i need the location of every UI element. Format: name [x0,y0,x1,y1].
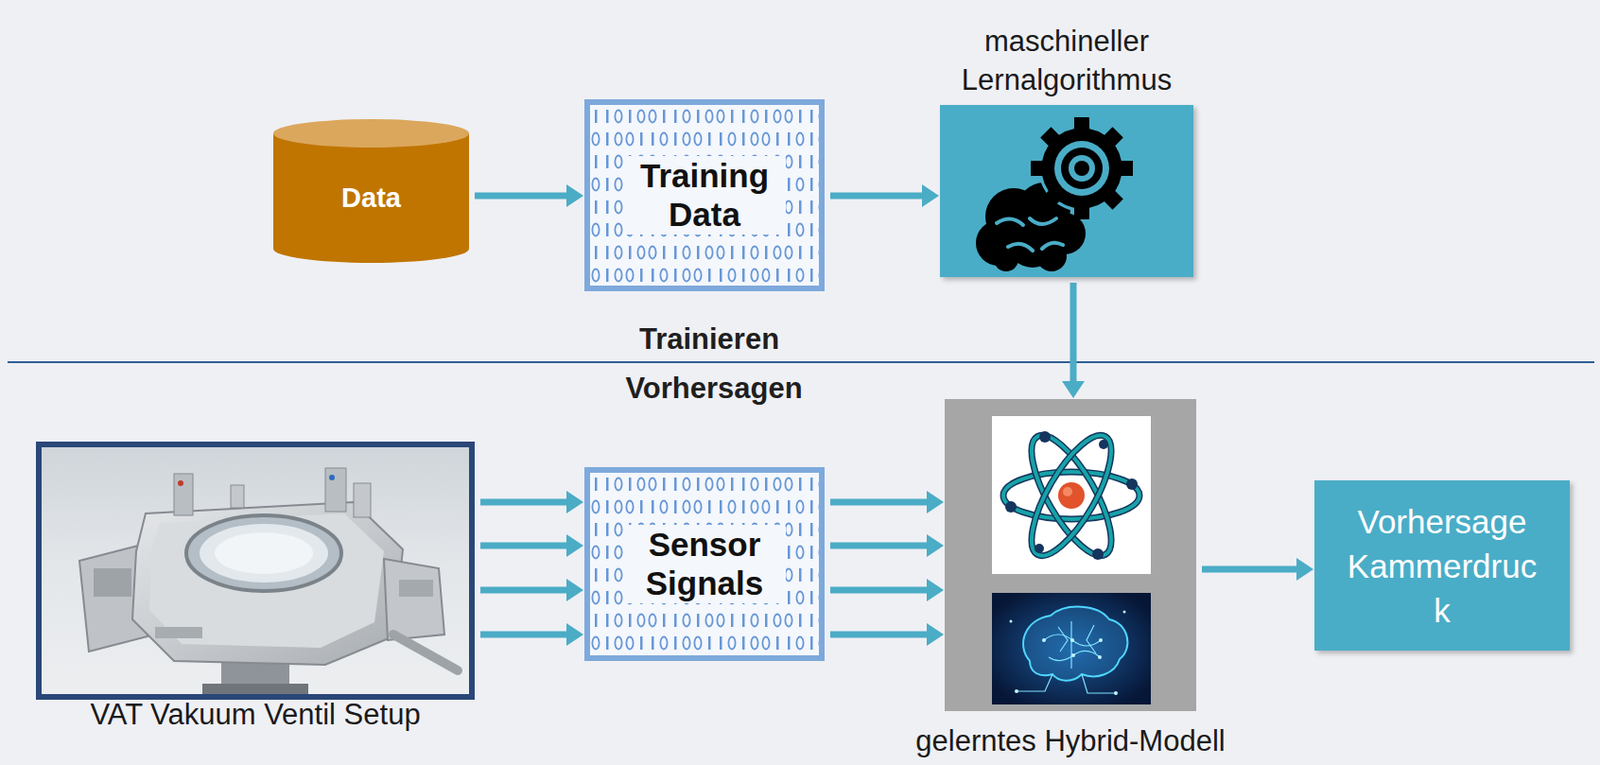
arrow-shaft [480,499,568,506]
flow-arrow [474,184,584,208]
flow-arrow [830,184,940,208]
prediction-box: Vorhersage Kammerdruc k [1314,480,1570,651]
section-divider [7,361,1595,364]
arrow-shaft [830,587,928,594]
arrow-shaft [830,499,928,506]
atom-image [991,416,1151,574]
arrow-head [921,184,940,208]
box-label: Data [341,182,401,214]
flow-arrow [480,534,584,557]
arrow-shaft [480,631,568,639]
box-label: Vorhersage Kammerdruc k [1340,499,1545,633]
database-cylinder: Data [273,119,470,263]
arrow-shaft [830,631,928,639]
arrow-shaft [830,542,928,550]
arrow-head [926,578,944,602]
flow-arrow [830,578,944,602]
box-caption: VAT Vakuum Ventil Setup [89,697,420,732]
flow-arrow [480,490,584,514]
arrow-head [926,490,944,514]
arrow-head [1061,381,1085,399]
flow-arrow [1201,557,1314,581]
label-holder: Sensor Signals [590,472,819,656]
arrow-head [1296,557,1314,581]
label-holder: Data [273,119,470,263]
box-caption: maschineller Lernalgorithmus [924,21,1209,100]
training-data-box: Training Data [584,99,825,292]
arrow-head [566,534,584,557]
arrow-shaft [480,542,568,550]
ml-icon [939,104,1194,278]
flow-arrow [480,623,584,646]
arrow-head [566,184,584,208]
box-caption: gelerntes Hybrid-Modell [915,724,1225,759]
arrow-head [926,623,944,646]
hybrid-model-box: gelerntes Hybrid-Modell [944,399,1197,712]
arrow-head [926,534,944,557]
section-label: Trainieren [639,322,780,357]
box-label: Training Data [623,156,786,235]
box-label: Sensor Signals [623,524,786,604]
arrow-shaft [480,587,568,594]
label-holder: Training Data [590,104,819,286]
flow-arrow [1061,282,1085,399]
vacuum-valve-photo [41,447,470,695]
label-holder: Vorhersage Kammerdruc k [1314,480,1570,651]
valve-setup-frame: VAT Vakuum Ventil Setup [35,441,475,700]
section-label: Vorhersagen [625,371,802,406]
arrow-shaft [1201,566,1298,574]
algorithm-box: maschineller Lernalgorithmus [939,104,1194,278]
flow-arrow [830,490,944,514]
arrow-shaft [1070,282,1078,383]
ai-brain-image [991,592,1151,705]
arrow-head [566,623,584,646]
flow-arrow [480,578,584,602]
flow-arrow [830,623,944,646]
sensor-signals-box: Sensor Signals [584,467,825,661]
arrow-head [566,490,584,514]
arrow-shaft [830,192,923,200]
arrow-head [566,578,584,602]
flow-arrow [830,534,944,557]
arrow-shaft [474,192,568,200]
